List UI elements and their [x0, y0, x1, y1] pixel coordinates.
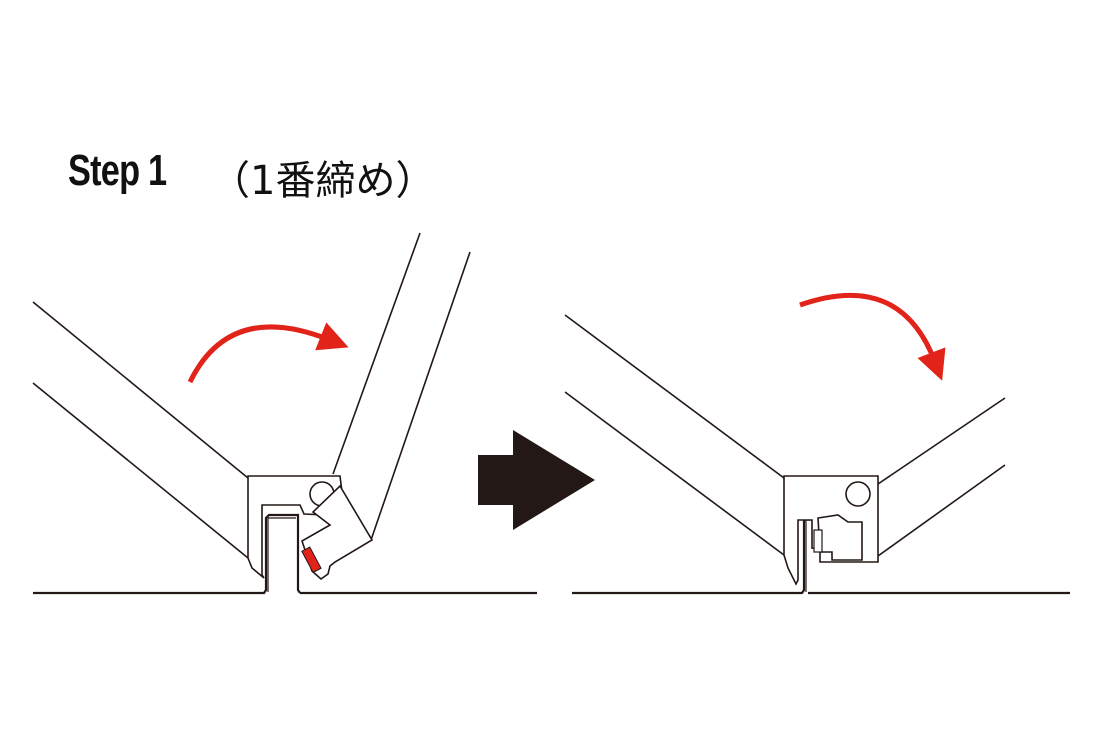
transition-arrow-icon: [478, 430, 595, 530]
diagram-title: Step 1 （1番締め）: [68, 146, 435, 204]
step-subtitle: （1番締め）: [210, 158, 436, 204]
left-panel-top-edge: [32, 301, 249, 479]
rotation-arrow-left: [187, 322, 349, 384]
left-panel-bottom-edge: [564, 391, 785, 556]
red-clip: [301, 546, 322, 574]
clamp-lever: [301, 484, 374, 581]
rotation-arrow-right: [799, 292, 946, 381]
right-panel-top-edge: [877, 397, 1006, 485]
seam-inner: [267, 517, 296, 592]
left-panel-bottom-edge: [32, 382, 249, 559]
clamp-lever: [817, 514, 863, 561]
ground-left: [33, 513, 301, 595]
clamp-pivot: [845, 481, 871, 507]
step-label: Step 1: [68, 146, 167, 195]
white-clip: [813, 529, 823, 553]
right-panel-bottom-edge: [370, 251, 471, 541]
after-state: [564, 292, 1070, 595]
right-panel-top-edge: [332, 232, 421, 475]
before-state: [32, 232, 537, 595]
right-panel-bottom-edge: [877, 464, 1006, 557]
left-panel-top-edge: [564, 314, 785, 479]
